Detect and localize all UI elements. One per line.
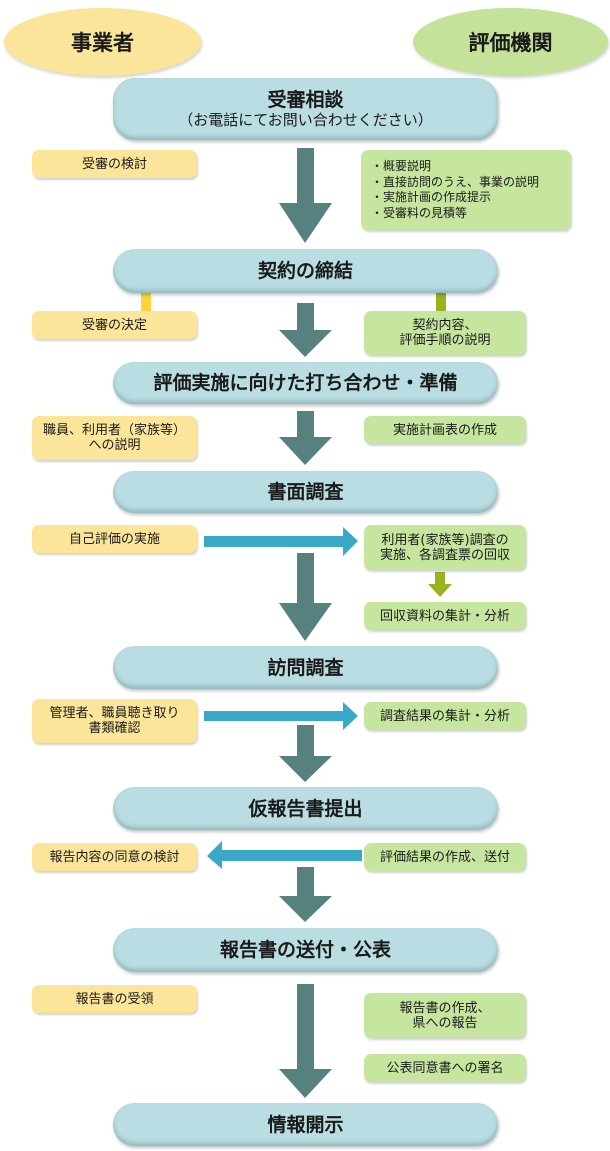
business-note: 受審の決定 <box>32 311 197 339</box>
stage-contract: 契約の締結 <box>113 249 498 293</box>
stage-site-visit: 訪問調査 <box>113 646 498 689</box>
stage-title: 受審相談 <box>267 89 344 111</box>
stage-title: 書面調査 <box>267 481 344 503</box>
stage-title: 情報開示 <box>267 1113 344 1136</box>
stage-report-publication: 報告書の送付・公表 <box>113 928 498 972</box>
main-arrow-down-icon <box>279 984 332 1098</box>
note-line: 受審の決定 <box>81 317 147 333</box>
evaluator-note: 評価結果の作成、送付 <box>364 843 526 871</box>
evaluator-note: ・概要説明 ・直接訪問のうえ、事業の説明 ・実施計画の作成提示 ・受審料の見積等 <box>361 150 571 230</box>
note-line: 書類確認 <box>88 721 141 736</box>
business-note: 職員、利用者（家族等） への説明 <box>32 416 197 460</box>
stage-disclosure: 情報開示 <box>113 1103 498 1146</box>
evaluator-note: 利用者(家族等)調査の 実施、各調査票の回収 <box>364 525 526 570</box>
note-line: 実施、各調査票の回収 <box>379 547 510 563</box>
business-note: 報告内容の同意の検討 <box>32 843 197 871</box>
note-line: 実施計画表の作成 <box>392 422 497 438</box>
stage-draft-report: 仮報告書提出 <box>113 787 498 830</box>
stage-subtitle: （お電話にてお問い合わせください） <box>178 111 433 129</box>
stage-title: 評価実施に向けた打ち合わせ・準備 <box>153 372 458 394</box>
note-line: 契約内容、 <box>412 318 478 333</box>
note-line: ・実施計画の作成提示 <box>371 190 492 204</box>
note-line: ・概要説明 <box>371 159 432 173</box>
evaluator-note: 契約内容、 評価手順の説明 <box>364 311 526 355</box>
business-note: 受審の検討 <box>32 150 197 178</box>
stage-consultation: 受審相談 （お電話にてお問い合わせください） <box>113 78 498 140</box>
stage-preparation: 評価実施に向けた打ち合わせ・準備 <box>113 362 498 404</box>
note-line: 自己評価の実施 <box>68 531 160 547</box>
evaluator-note: 報告書の作成、 県への報告 <box>364 993 526 1038</box>
main-arrow-down-icon <box>279 303 332 357</box>
note-line: 受審の検討 <box>81 156 147 172</box>
note-line: 職員、利用者（家族等） <box>42 423 186 438</box>
note-line: 回収資料の集計・分析 <box>379 608 510 624</box>
main-arrow-down-icon <box>279 553 332 641</box>
evaluator-note: 調査結果の集計・分析 <box>364 702 526 730</box>
flow-arrow-left-icon <box>207 841 362 869</box>
main-arrow-down-icon <box>279 411 332 465</box>
stage-title: 契約の締結 <box>257 260 353 282</box>
actor-business-label: 事業者 <box>71 31 134 55</box>
stage-title: 訪問調査 <box>267 656 344 679</box>
main-arrow-down-icon <box>279 148 332 243</box>
note-line: への説明 <box>88 438 141 453</box>
note-line: 評価結果の作成、送付 <box>379 849 510 865</box>
note-line: 報告書の受領 <box>75 991 154 1007</box>
down-arrow-evaluator-icon <box>428 572 452 597</box>
note-line: 利用者(家族等)調査の <box>381 532 509 548</box>
stage-document-review: 書面調査 <box>113 471 498 513</box>
main-arrow-down-icon <box>279 725 332 782</box>
actor-evaluator-label: 評価機関 <box>468 31 553 55</box>
stage-title: 報告書の送付・公表 <box>219 939 391 961</box>
business-note: 報告書の受領 <box>32 985 197 1013</box>
evaluator-note: 回収資料の集計・分析 <box>364 602 526 630</box>
note-line: 評価手順の説明 <box>399 333 491 348</box>
evaluator-note: 公表同意書への署名 <box>364 1054 526 1082</box>
actor-business: 事業者 <box>4 8 201 76</box>
note-line: ・受審料の見積等 <box>371 205 468 220</box>
actor-evaluator: 評価機関 <box>413 8 608 76</box>
business-note: 自己評価の実施 <box>32 525 197 553</box>
main-arrow-down-icon <box>279 867 332 922</box>
note-line: ・直接訪問のうえ、事業の説明 <box>371 174 540 189</box>
note-line: 公表同意書への署名 <box>386 1060 504 1076</box>
flow-arrow-right-icon <box>204 702 358 730</box>
note-line: 調査結果の集計・分析 <box>379 708 510 724</box>
evaluator-note: 実施計画表の作成 <box>364 416 526 444</box>
note-line: 管理者、職員聴き取り <box>49 706 180 721</box>
note-line: 県への報告 <box>412 1015 478 1031</box>
business-note: 管理者、職員聴き取り 書類確認 <box>32 699 197 743</box>
flow-arrow-right-icon <box>204 527 358 556</box>
stage-title: 仮報告書提出 <box>248 797 363 820</box>
note-line: 報告書の作成、 <box>399 1000 491 1016</box>
note-line: 報告内容の同意の検討 <box>49 849 180 865</box>
